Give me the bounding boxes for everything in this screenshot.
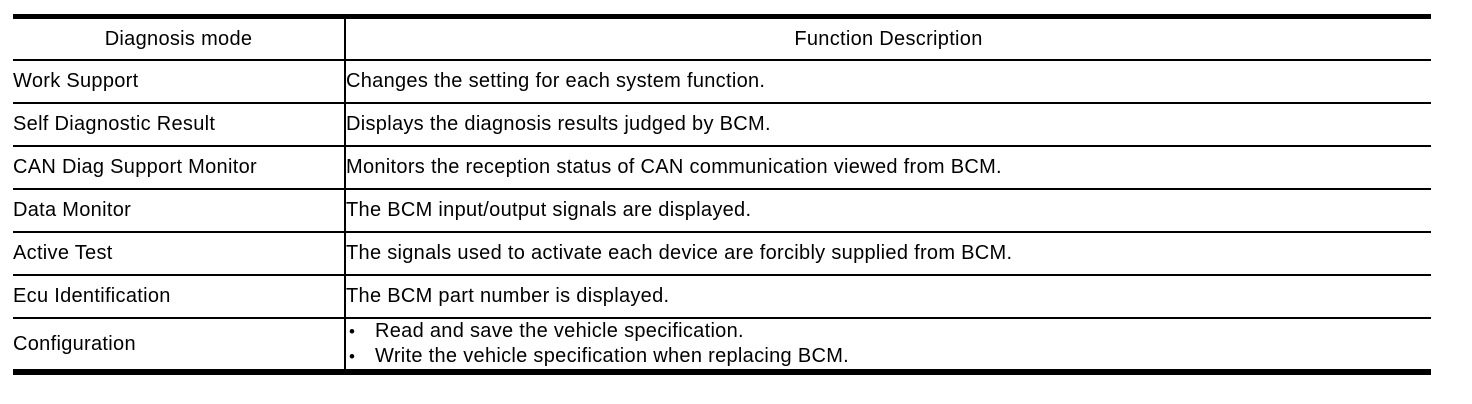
table-row: Ecu Identification The BCM part number i… (13, 275, 1431, 319)
diagnosis-mode-cell: CAN Diag Support Monitor (13, 146, 346, 190)
function-description-cell: Monitors the reception status of CAN com… (345, 146, 1431, 190)
description-bullet-line: • Write the vehicle specification when re… (346, 344, 1431, 369)
description-line: The signals used to activate each device… (346, 242, 1013, 264)
bullet-icon: • (349, 347, 356, 366)
table-row: Active Test The signals used to activate… (13, 232, 1431, 276)
description-bullet-line: • Read and save the vehicle specification… (346, 319, 1431, 344)
table-row: Work Support Changes the setting for eac… (13, 60, 1431, 104)
description-line: Monitors the reception status of CAN com… (346, 156, 1002, 178)
column-header-function-description: Function Description (345, 16, 1431, 61)
table-row: Data Monitor The BCM input/output signal… (13, 189, 1431, 233)
diagnosis-mode-cell: Configuration (13, 318, 346, 373)
table-body: Work Support Changes the setting for eac… (13, 60, 1431, 373)
function-description-cell: The BCM part number is displayed. (345, 275, 1431, 319)
description-line: Displays the diagnosis results judged by… (346, 113, 771, 135)
description-line: The BCM part number is displayed. (346, 285, 670, 307)
diagnosis-mode-cell: Active Test (13, 232, 346, 276)
diagnosis-mode-cell: Self Diagnostic Result (13, 103, 346, 147)
diagnosis-mode-cell: Data Monitor (13, 189, 346, 233)
description-text: Read and save the vehicle specification. (375, 320, 744, 342)
function-description-cell: • Read and save the vehicle specification… (345, 318, 1431, 373)
function-description-cell: Displays the diagnosis results judged by… (345, 103, 1431, 147)
description-line: The BCM input/output signals are display… (346, 199, 752, 221)
table-row: Self Diagnostic Result Displays the diag… (13, 103, 1431, 147)
diagnosis-mode-table: Diagnosis mode Function Description Work… (13, 14, 1431, 375)
function-description-cell: The BCM input/output signals are display… (345, 189, 1431, 233)
diagnosis-mode-cell: Work Support (13, 60, 346, 104)
table-row: CAN Diag Support Monitor Monitors the re… (13, 146, 1431, 190)
table-row: Configuration • Read and save the vehicle… (13, 318, 1431, 373)
table-header-row: Diagnosis mode Function Description (13, 16, 1431, 61)
bullet-icon: • (349, 322, 356, 341)
description-line: Changes the setting for each system func… (346, 70, 766, 92)
diagnosis-mode-cell: Ecu Identification (13, 275, 346, 319)
function-description-cell: Changes the setting for each system func… (345, 60, 1431, 104)
function-description-cell: The signals used to activate each device… (345, 232, 1431, 276)
description-text: Write the vehicle specification when rep… (375, 345, 850, 367)
column-header-diagnosis-mode: Diagnosis mode (13, 16, 346, 61)
